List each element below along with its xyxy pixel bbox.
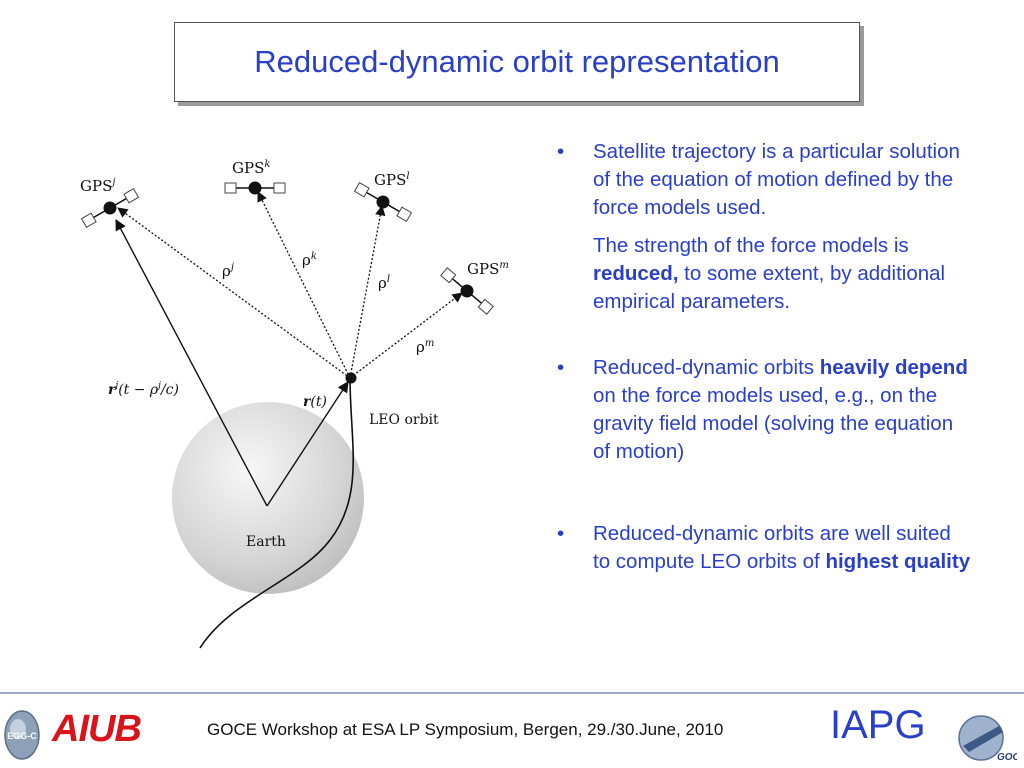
leo-orbit-label: LEO orbit <box>369 412 439 428</box>
aiub-logo: AIUB <box>52 708 142 750</box>
gps-k-satellite-icon <box>224 181 286 195</box>
bullet-marker: • <box>557 140 565 163</box>
gps-l-label: GPSl <box>374 171 410 189</box>
svg-text:EGG-C: EGG-C <box>7 731 37 741</box>
earth-label: Earth <box>246 534 286 550</box>
bullet-marker: • <box>557 356 565 379</box>
title-box: Reduced-dynamic orbit representation <box>174 22 860 102</box>
goce-logo-icon: GOCE <box>958 715 1017 763</box>
slide-title: Reduced-dynamic orbit representation <box>254 44 780 79</box>
bold-heavily-depend: heavily depend <box>819 356 968 379</box>
r-j-label: rj(t − ρj/c) <box>108 381 179 398</box>
rho-l-line <box>349 204 386 379</box>
bold-reduced: reduced, <box>593 262 679 285</box>
bullet-1-sub-text: The strength of the force models is redu… <box>593 234 946 313</box>
rho-j-line <box>117 207 351 379</box>
bullet-marker: • <box>557 522 565 545</box>
bullet-3: • Reduced-dynamic orbits are well suited… <box>553 520 973 576</box>
egg-c-logo-icon: EGG-C <box>4 710 40 760</box>
bullet-2-text: Reduced-dynamic orbits heavily depend on… <box>593 356 968 463</box>
rho-k-label: ρk <box>302 251 317 269</box>
rho-m-line <box>349 292 463 379</box>
vector-r-t <box>266 381 349 507</box>
gps-j-label: GPSj <box>80 177 115 195</box>
gps-m-satellite-icon <box>440 267 494 315</box>
bullet-1-text: Satellite trajectory is a particular sol… <box>593 140 960 219</box>
rho-m-label: ρm <box>416 338 434 356</box>
vector-r-j <box>115 219 268 507</box>
leo-satellite-dot <box>345 372 357 384</box>
r-t-label: r(t) <box>303 394 327 410</box>
gps-j-satellite-icon <box>80 187 140 229</box>
bullet-list: • Satellite trajectory is a particular s… <box>553 138 973 576</box>
rho-l-label: ρl <box>378 274 390 292</box>
leo-orbit-curve <box>199 377 354 649</box>
svg-text:GOCE: GOCE <box>997 752 1017 763</box>
earth-circle <box>172 402 364 594</box>
gps-k-label: GPSk <box>232 159 270 177</box>
iapg-logo: IAPG <box>830 703 926 747</box>
bullet-3-text: Reduced-dynamic orbits are well suited t… <box>593 522 971 573</box>
orbit-diagram: Earth GPSj GPSk GPSl GPSm <box>80 159 509 649</box>
footer-divider <box>0 692 1024 694</box>
bold-highest-quality: highest quality <box>825 550 971 573</box>
rho-j-label: ρj <box>222 262 234 280</box>
rho-k-line <box>257 191 351 379</box>
bullet-2: • Reduced-dynamic orbits heavily depend … <box>553 354 973 466</box>
footer-text: GOCE Workshop at ESA LP Symposium, Berge… <box>207 720 724 739</box>
gps-l-satellite-icon <box>353 181 413 223</box>
bullet-1: • Satellite trajectory is a particular s… <box>553 138 973 316</box>
gps-m-label: GPSm <box>467 260 509 278</box>
